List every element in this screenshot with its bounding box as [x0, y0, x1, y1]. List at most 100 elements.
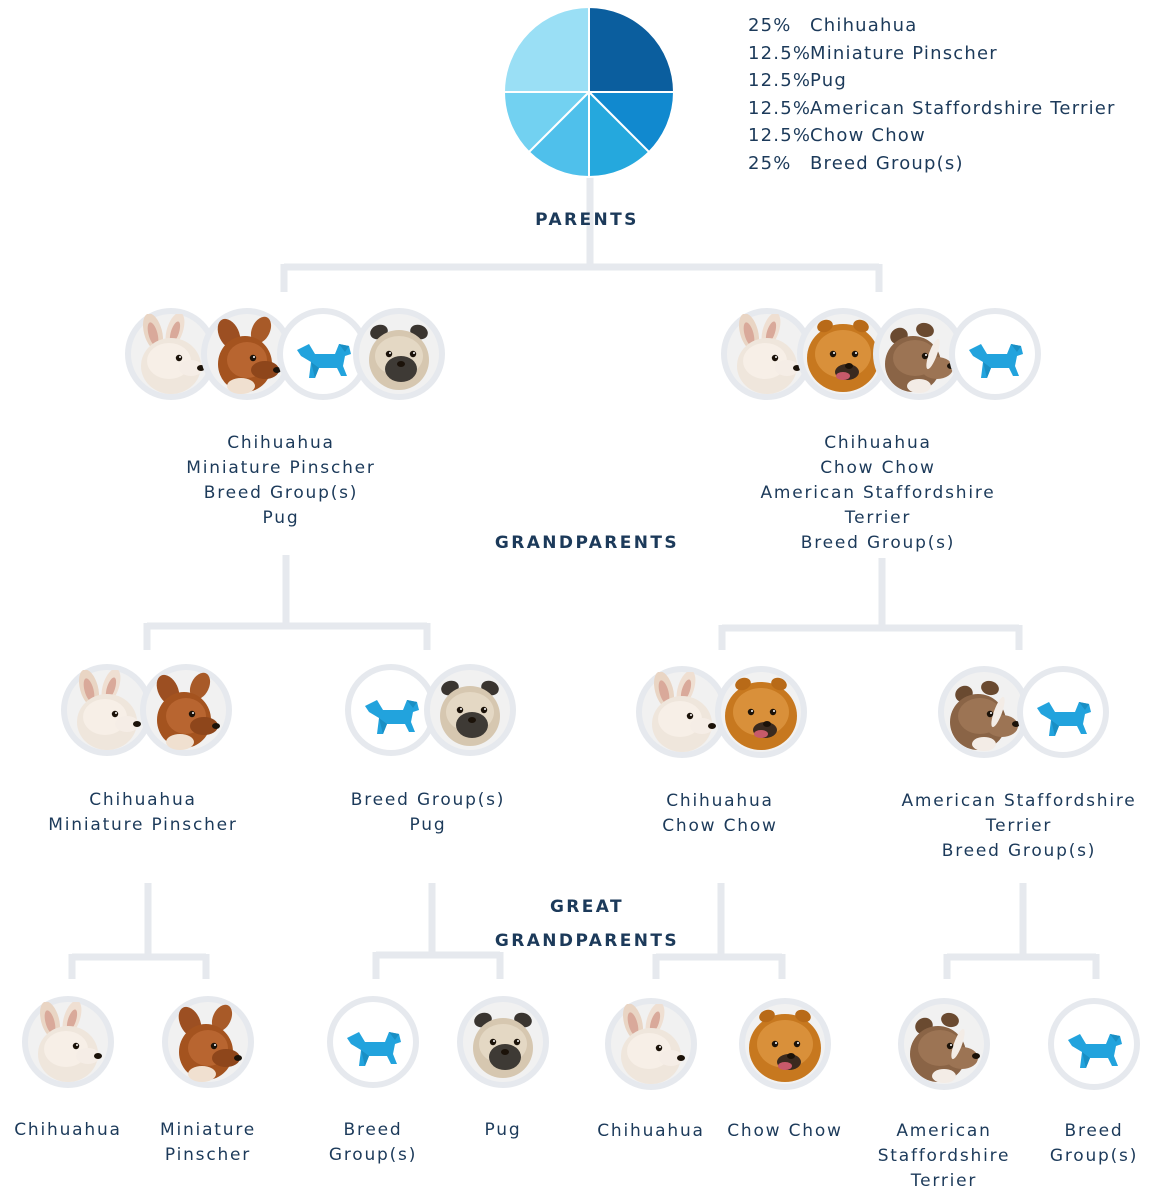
- american-staffordshire-terrier-icon-graphic: [904, 1004, 984, 1084]
- breed-name: Staffordshire: [877, 1146, 1011, 1166]
- legend-percent: 12.5%: [748, 97, 812, 119]
- pug-icon: [457, 996, 549, 1088]
- pug-icon-graphic: [359, 314, 439, 394]
- breed-name: American Staffordshire: [760, 483, 996, 503]
- breed-name: Chihuahua: [824, 433, 932, 453]
- pug-icon-graphic: [430, 670, 510, 750]
- legend-label: Miniature Pinscher: [810, 42, 998, 64]
- breed-group-icon: [327, 996, 419, 1088]
- chow-chow-icon-graphic: [745, 1004, 825, 1084]
- chihuahua-icon: [721, 308, 813, 400]
- breed-group-icon-graphic: [1054, 1004, 1134, 1084]
- legend-item: 12.5%Chow Chow: [748, 122, 1116, 150]
- section-title-great-line: GREAT: [549, 897, 625, 917]
- miniature-pinscher-icon: [201, 308, 293, 400]
- miniature-pinscher-icon: [162, 996, 254, 1088]
- breed-name: Miniature Pinscher: [48, 815, 238, 835]
- chihuahua-icon-graphic: [67, 670, 147, 750]
- legend-item: 25% Breed Group(s): [748, 150, 1116, 178]
- chow-chow-icon-graphic: [721, 672, 801, 752]
- breed-name: Chow Chow: [662, 816, 778, 836]
- breed-name: Pinscher: [164, 1145, 252, 1165]
- breed-name: Terrier: [844, 508, 912, 528]
- breed-name: Miniature Pinscher: [186, 458, 376, 478]
- legend-label: Breed Group(s): [810, 152, 964, 174]
- chihuahua-icon-graphic: [131, 314, 211, 394]
- pie-slice-miniature-pinscher: [586, 91, 676, 154]
- legend-item: 12.5%American Staffordshire Terrier: [748, 95, 1116, 123]
- miniature-pinscher-icon-graphic: [146, 670, 226, 750]
- legend-percent: 25%: [748, 152, 792, 174]
- breed-name: Miniature: [159, 1120, 257, 1140]
- pug-icon-graphic: [463, 1002, 543, 1082]
- breed-group-icon-graphic: [1023, 672, 1103, 752]
- legend-percent: 12.5%: [748, 42, 812, 64]
- great-grandparent-breed-name: Chihuahua: [501, 1119, 801, 1144]
- breed-name: Chow Chow: [820, 458, 936, 478]
- legend-item: 25%Chihuahua: [748, 12, 1116, 40]
- breed-name: Chihuahua: [666, 791, 774, 811]
- breed-composition-pie-chart: [502, 5, 676, 179]
- breed-group-icon: [345, 664, 437, 756]
- breed-name: Chihuahua: [89, 790, 197, 810]
- breed-name: Chihuahua: [597, 1121, 705, 1141]
- pug-icon: [353, 308, 445, 400]
- breed-name: Breed: [343, 1120, 403, 1140]
- breed-name: American: [896, 1121, 992, 1141]
- section-title-great-grandparents: GREAT GRANDPARENTS: [457, 890, 717, 958]
- chihuahua-icon: [61, 664, 153, 756]
- breed-name: Chihuahua: [14, 1120, 122, 1140]
- chihuahua-icon: [605, 998, 697, 1090]
- breed-group-icon-graphic: [283, 314, 363, 394]
- chow-chow-icon: [797, 308, 889, 400]
- breed-name: Terrier: [985, 816, 1053, 836]
- breed-name: Breed Group(s): [203, 483, 359, 503]
- legend-item: 12.5%Pug: [748, 67, 1116, 95]
- breed-name: Group(s): [1049, 1146, 1139, 1166]
- breed-group-icon: [949, 308, 1041, 400]
- great-grandparent-breed-name: Chow Chow: [635, 1119, 935, 1144]
- grandparent-breed-list: Breed Group(s)Pug: [278, 788, 578, 838]
- pug-icon: [424, 664, 516, 756]
- section-title-grandparents: GRANDPARENTS: [494, 533, 680, 553]
- pie-slice-pug: [588, 89, 651, 179]
- chow-chow-icon-graphic: [803, 314, 883, 394]
- section-title-grandparents-line: GRANDPARENTS: [494, 931, 680, 951]
- legend-percent: 12.5%: [748, 125, 812, 146]
- breed-group-icon-graphic: [955, 314, 1035, 394]
- breed-name: Breed Group(s): [350, 790, 506, 810]
- great-grandparent-breed-name: Chihuahua: [0, 1118, 218, 1143]
- breed-name: Chihuahua: [227, 433, 335, 453]
- legend-percent: 25%: [748, 15, 792, 36]
- section-title-parents: PARENTS: [535, 210, 639, 230]
- breed-group-icon-graphic: [333, 1002, 413, 1082]
- chihuahua-icon: [22, 996, 114, 1088]
- breed-group-icon-graphic: [351, 670, 431, 750]
- american-staffordshire-terrier-icon: [938, 666, 1030, 758]
- chihuahua-icon-graphic: [28, 1002, 108, 1082]
- great-grandparent-breed-name: Pug: [353, 1118, 653, 1143]
- miniature-pinscher-icon-graphic: [168, 1002, 248, 1082]
- breed-name: Terrier: [910, 1171, 978, 1191]
- legend-label: Pug: [810, 70, 847, 91]
- chow-chow-icon: [739, 998, 831, 1090]
- pie-slice-american-staffordshire-terrier: [527, 89, 590, 179]
- pie-slice-chihuahua: [588, 5, 676, 93]
- breed-group-icon: [277, 308, 369, 400]
- breed-name: Pug: [484, 1120, 522, 1140]
- miniature-pinscher-icon: [140, 664, 232, 756]
- breed-group-icon: [1048, 998, 1140, 1090]
- breed-name: Chow Chow: [727, 1121, 843, 1141]
- chow-chow-icon: [715, 666, 807, 758]
- american-staffordshire-terrier-icon-graphic: [944, 672, 1024, 752]
- breed-name: Group(s): [328, 1145, 418, 1165]
